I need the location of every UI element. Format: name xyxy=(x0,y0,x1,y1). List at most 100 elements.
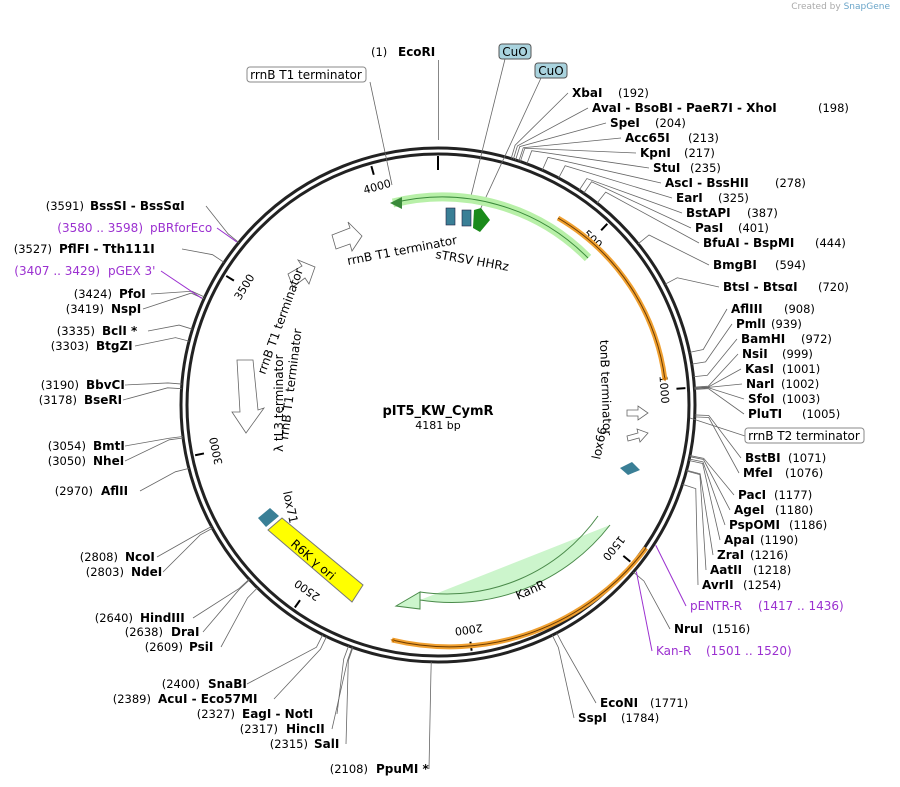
site-name: HindIII xyxy=(140,611,185,625)
terminator-arrow-3 xyxy=(231,359,266,434)
site-position: (2108) xyxy=(330,762,368,776)
cuo-site-2 xyxy=(461,209,472,227)
site-name: AatII xyxy=(710,563,742,577)
site-position: (594) xyxy=(775,258,806,272)
rrnB-T2-leader xyxy=(689,417,746,437)
site-leader xyxy=(428,661,432,770)
site-name: EcoNI xyxy=(600,696,638,710)
site-leader xyxy=(150,290,205,298)
orange-arc-upper-outline xyxy=(557,217,667,382)
site-name: MfeI xyxy=(743,466,773,480)
site-name: ZraI xyxy=(717,548,744,562)
site-name: PmlI xyxy=(736,317,766,331)
tick-label: 2000 xyxy=(454,621,484,638)
site-name: BamHI xyxy=(741,332,785,346)
site-name: BmtI xyxy=(93,439,125,453)
site-name: AvrII xyxy=(702,578,734,592)
terminator-arrow-1 xyxy=(331,221,363,252)
tick-label: 3000 xyxy=(207,436,225,466)
tick-label: 2500 xyxy=(292,577,322,604)
site-position: (2970) xyxy=(55,484,93,498)
site-name: ApaI xyxy=(724,533,754,547)
site-name: HincII xyxy=(286,722,325,736)
site-leader xyxy=(551,635,575,719)
site-leader xyxy=(637,234,710,266)
cuo-1-leader xyxy=(469,58,506,201)
site-position: (1002) xyxy=(781,377,819,391)
boxed-label-cuo-1 xyxy=(498,43,532,60)
site-leader xyxy=(134,337,190,347)
site-name: BstAPI xyxy=(686,206,731,220)
tick-label: 1000 xyxy=(657,375,672,404)
site-position: (3419) xyxy=(66,302,104,316)
site-position: (1216) xyxy=(750,548,788,562)
site-leader xyxy=(526,150,650,169)
tick-mark xyxy=(600,223,609,232)
site-name: SpeI xyxy=(610,116,640,130)
site-leader xyxy=(693,338,738,378)
site-leader xyxy=(124,436,183,447)
tick-mark xyxy=(225,275,235,282)
site-leader xyxy=(205,205,240,243)
site-name: PspOMI xyxy=(729,518,780,532)
site-position: (3527) xyxy=(14,242,52,256)
site-position: (1254) xyxy=(743,578,781,592)
site-leader xyxy=(691,323,733,365)
site-leader xyxy=(345,647,354,745)
site-position: (2400) xyxy=(162,677,200,691)
site-name: NcoI xyxy=(125,550,155,564)
site-leader xyxy=(142,292,205,310)
tick-mark xyxy=(676,387,686,390)
tick-label: 3500 xyxy=(232,272,258,303)
site-position: (999) xyxy=(782,347,813,361)
site-name: AgeI xyxy=(734,503,764,517)
site-leader xyxy=(578,178,683,214)
site-position: (908) xyxy=(784,302,815,316)
primer-name: pENTR-R xyxy=(690,599,742,613)
site-position: (3591) xyxy=(46,199,84,213)
lox71-feature xyxy=(258,508,279,527)
site-name: NdeI xyxy=(131,565,162,579)
cuo-site-1 xyxy=(445,207,456,226)
tick-label: 1500 xyxy=(600,533,628,563)
site-leader xyxy=(664,277,720,288)
site-position: (1005) xyxy=(802,407,840,421)
primer-range: (1417 .. 1436) xyxy=(758,599,844,613)
site-name: AvaI - BsoBI - PaeR7I - XhoI xyxy=(592,101,777,115)
site-position: (2389) xyxy=(113,692,151,706)
primer-name: pBRforEco xyxy=(150,221,212,235)
site-name: KpnI xyxy=(640,146,671,160)
site-position: (720) xyxy=(818,280,849,294)
boxed-label-rrnB-T1 xyxy=(246,66,367,83)
site-name: DraI xyxy=(171,625,199,639)
site-leader xyxy=(689,455,735,496)
site-leader xyxy=(689,456,731,511)
site-name: PflFI - Tth111I xyxy=(59,242,155,256)
site-leader xyxy=(694,353,739,388)
site-position: (2638) xyxy=(125,625,163,639)
site-name: PfoI xyxy=(119,287,146,301)
cuo-2-leader xyxy=(479,77,542,211)
tick-mark xyxy=(194,452,205,457)
site-position: (1784) xyxy=(621,711,659,725)
site-name: SspI xyxy=(578,711,607,725)
site-position: (198) xyxy=(818,101,849,115)
site-leader xyxy=(139,467,190,492)
site-position: (2808) xyxy=(80,550,118,564)
primer-name: pGEX 3' xyxy=(108,264,155,278)
site-position: (3335) xyxy=(57,324,95,338)
tick-mark xyxy=(370,165,375,176)
site-name: PsiI xyxy=(189,640,213,654)
site-name: NsiI xyxy=(742,347,768,361)
site-leader xyxy=(633,571,671,630)
site-name: SnaBI xyxy=(208,677,247,691)
site-position: (1180) xyxy=(775,503,813,517)
site-position: (217) xyxy=(684,146,715,160)
boxed-label-cuo-1-text: CuO xyxy=(502,45,527,59)
site-position: (2640) xyxy=(95,611,133,625)
primer-leader xyxy=(635,571,653,652)
site-name: NruI xyxy=(674,622,703,636)
site-leader xyxy=(124,437,184,462)
